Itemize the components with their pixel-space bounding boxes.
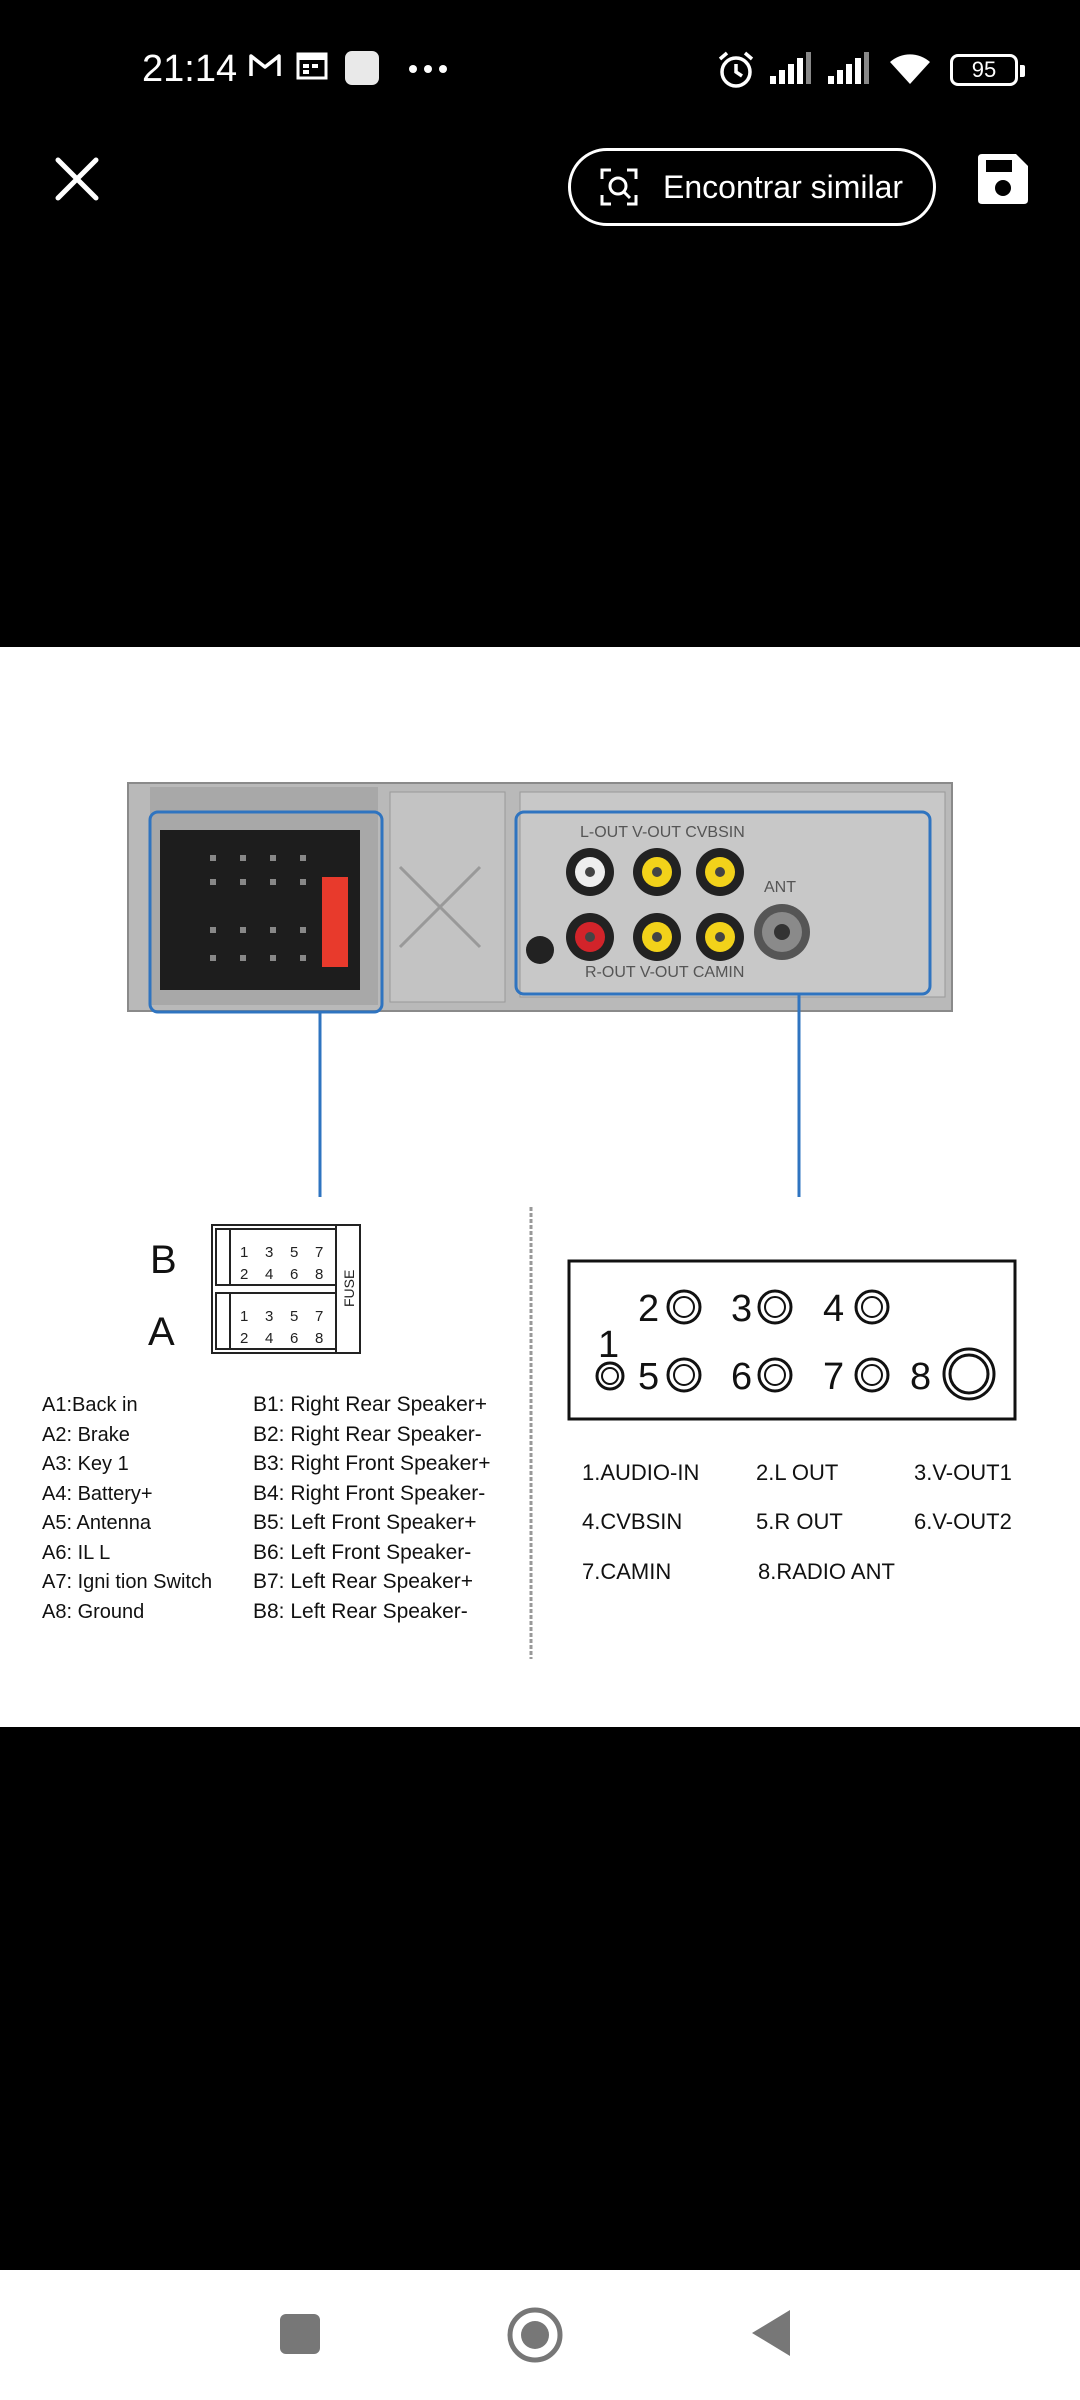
calendar-icon <box>296 52 328 80</box>
heatsink-plate <box>389 791 506 1003</box>
pin-label: 7 <box>315 1308 323 1325</box>
navigation-bar <box>0 2270 1080 2400</box>
callout-frame-left <box>148 810 384 1014</box>
wifi-icon <box>890 54 930 84</box>
jack-map-frame <box>567 1259 1017 1421</box>
signal-icon <box>770 52 811 84</box>
b-pin-item: B4: Right Front Speaker- <box>253 1482 485 1505</box>
jack-number: 6 <box>731 1356 752 1398</box>
pin-label: 6 <box>290 1330 298 1347</box>
alarm-icon <box>718 51 754 88</box>
more-dots-icon <box>409 65 447 73</box>
jack-legend-item: 1.AUDIO-IN <box>582 1460 699 1485</box>
b-pin-item: B3: Right Front Speaker+ <box>253 1452 491 1475</box>
connector-b-label: B <box>150 1238 177 1282</box>
wiring-diagram: L-OUT V-OUT CVBSIN R-OUT V-OUT CAMIN ANT… <box>42 782 1017 1659</box>
b-pin-item: B1: Right Rear Speaker+ <box>253 1393 487 1416</box>
back-button[interactable] <box>750 2308 792 2358</box>
jack-number: 1 <box>598 1324 619 1366</box>
pin-numbers: 1 3 5 7 2 4 6 8 1 3 5 7 2 4 6 8 <box>240 1244 323 1347</box>
b-pin-list: B1: Right Rear Speaker+ B2: Right Rear S… <box>253 1393 491 1623</box>
jack-number: 7 <box>823 1356 844 1398</box>
pin-label: 1 <box>240 1308 248 1325</box>
a-pin-item: A8: Ground <box>42 1601 144 1623</box>
pin-label: 5 <box>290 1308 298 1325</box>
jack-number: 2 <box>638 1288 659 1330</box>
jack-map: 2 3 4 1 5 6 7 8 <box>595 1288 996 1401</box>
recents-button[interactable] <box>278 2312 322 2356</box>
find-similar-button[interactable]: Encontrar similar <box>568 148 936 226</box>
pin-label: 8 <box>315 1266 323 1283</box>
b-pin-item: B8: Left Rear Speaker- <box>253 1600 468 1623</box>
b-pin-item: B5: Left Front Speaker+ <box>253 1511 477 1534</box>
app-icon <box>345 51 379 85</box>
jack-legend-item: 6.V-OUT2 <box>914 1509 1012 1534</box>
b-pin-item: B2: Right Rear Speaker- <box>253 1423 482 1446</box>
jack-number: 8 <box>910 1356 931 1398</box>
a-pin-item: A6: IL L <box>42 1542 110 1564</box>
pin-label: 8 <box>315 1330 323 1347</box>
b-pin-item: B7: Left Rear Speaker+ <box>253 1570 473 1593</box>
jack-number: 3 <box>731 1288 752 1330</box>
status-bar: 21:14 <box>0 0 1080 140</box>
pin-label: 5 <box>290 1244 298 1261</box>
signal-icon <box>828 52 869 84</box>
a-pin-item: A5: Antenna <box>42 1512 152 1534</box>
pin-label: 7 <box>315 1244 323 1261</box>
connector-a-label: A <box>148 1310 175 1354</box>
panel-label-bottom: R-OUT V-OUT CAMIN <box>585 964 744 981</box>
pin-label: 4 <box>265 1330 273 1347</box>
jack-legend-item: 5.R OUT <box>756 1509 843 1534</box>
a-pin-item: A2: Brake <box>42 1424 130 1446</box>
rca-jacks <box>526 848 810 964</box>
rca-plate <box>519 791 946 998</box>
battery-indicator: 95 <box>950 54 1025 86</box>
pin-label: 2 <box>240 1266 248 1283</box>
save-icon[interactable] <box>976 152 1030 206</box>
jack-legend-item: 3.V-OUT1 <box>914 1460 1012 1485</box>
connector-pins <box>210 855 306 961</box>
pin-label: 2 <box>240 1330 248 1347</box>
pin-label: 6 <box>290 1266 298 1283</box>
close-icon[interactable] <box>50 152 104 206</box>
pin-label: 3 <box>265 1244 273 1261</box>
jack-legend-item: 8.RADIO ANT <box>758 1559 895 1584</box>
a-pin-item: A4: Battery+ <box>42 1483 153 1505</box>
a-pin-item: A3: Key 1 <box>42 1453 129 1475</box>
jack-legend-item: 2.L OUT <box>756 1460 838 1485</box>
a-pin-item: A7: Igni tion Switch <box>42 1571 212 1593</box>
find-similar-label: Encontrar similar <box>663 168 904 205</box>
visual-search-icon <box>600 168 638 206</box>
jack-legend-item: 4.CVBSIN <box>582 1509 682 1534</box>
pin-label: 4 <box>265 1266 273 1283</box>
a-pin-list: A1:Back in A2: Brake A3: Key 1 A4: Batte… <box>42 1394 212 1623</box>
gmail-icon <box>249 54 281 76</box>
jack-number: 5 <box>638 1356 659 1398</box>
callout-frame-right <box>514 810 932 996</box>
status-time: 21:14 <box>142 48 238 90</box>
jack-number: 4 <box>823 1288 844 1330</box>
ant-label: ANT <box>764 879 796 896</box>
fuse <box>322 877 348 967</box>
wiring-diagram-image: L-OUT V-OUT CVBSIN R-OUT V-OUT CAMIN ANT… <box>0 647 1080 1727</box>
panel-label-top: L-OUT V-OUT CVBSIN <box>580 824 745 841</box>
pin-label: 3 <box>265 1308 273 1325</box>
b-pin-item: B6: Left Front Speaker- <box>253 1541 471 1564</box>
jack-legend-item: 7.CAMIN <box>582 1559 671 1584</box>
fuse-label: FUSE <box>341 1270 357 1307</box>
a-pin-item: A1:Back in <box>42 1394 138 1416</box>
jack-legend: 1.AUDIO-IN 2.L OUT 3.V-OUT1 4.CVBSIN 5.R… <box>582 1460 1012 1584</box>
pinout-schematic <box>211 1224 361 1354</box>
pin-label: 1 <box>240 1244 248 1261</box>
home-button[interactable] <box>505 2305 565 2365</box>
